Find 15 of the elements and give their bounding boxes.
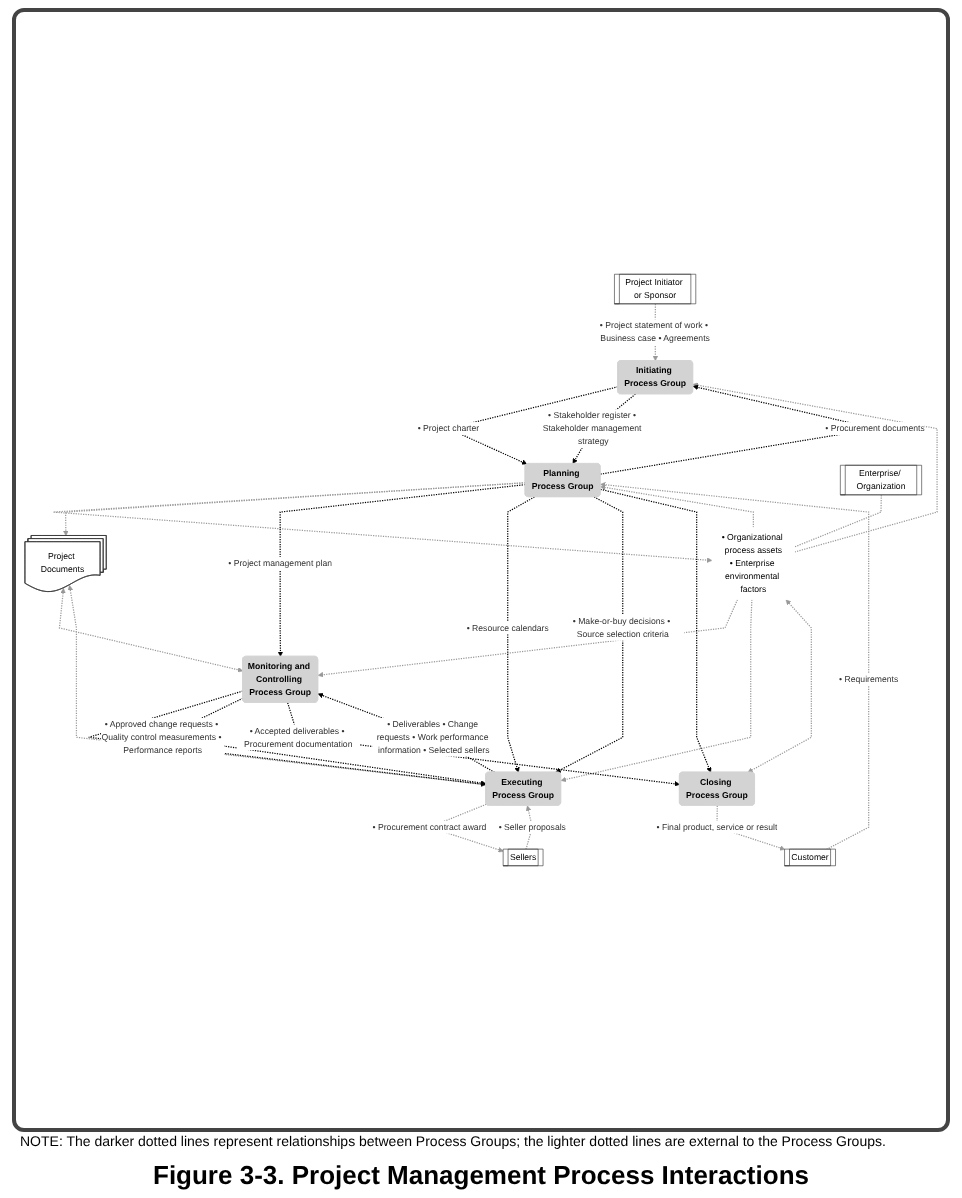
arrow bbox=[52, 482, 713, 563]
arrow bbox=[692, 382, 938, 553]
arrow bbox=[599, 488, 712, 773]
arrow bbox=[600, 484, 754, 529]
arrow bbox=[555, 496, 624, 773]
arrow bbox=[507, 496, 536, 773]
arrow bbox=[525, 805, 533, 851]
arrow bbox=[317, 693, 496, 773]
connector bbox=[794, 494, 882, 548]
arrow bbox=[560, 598, 753, 783]
figure-caption: Figure 3-3. Project Management Process Interactions bbox=[151, 1160, 811, 1190]
arrow bbox=[58, 588, 244, 673]
arrow bbox=[63, 482, 526, 537]
arrow bbox=[277, 484, 526, 657]
arrow bbox=[747, 599, 812, 773]
